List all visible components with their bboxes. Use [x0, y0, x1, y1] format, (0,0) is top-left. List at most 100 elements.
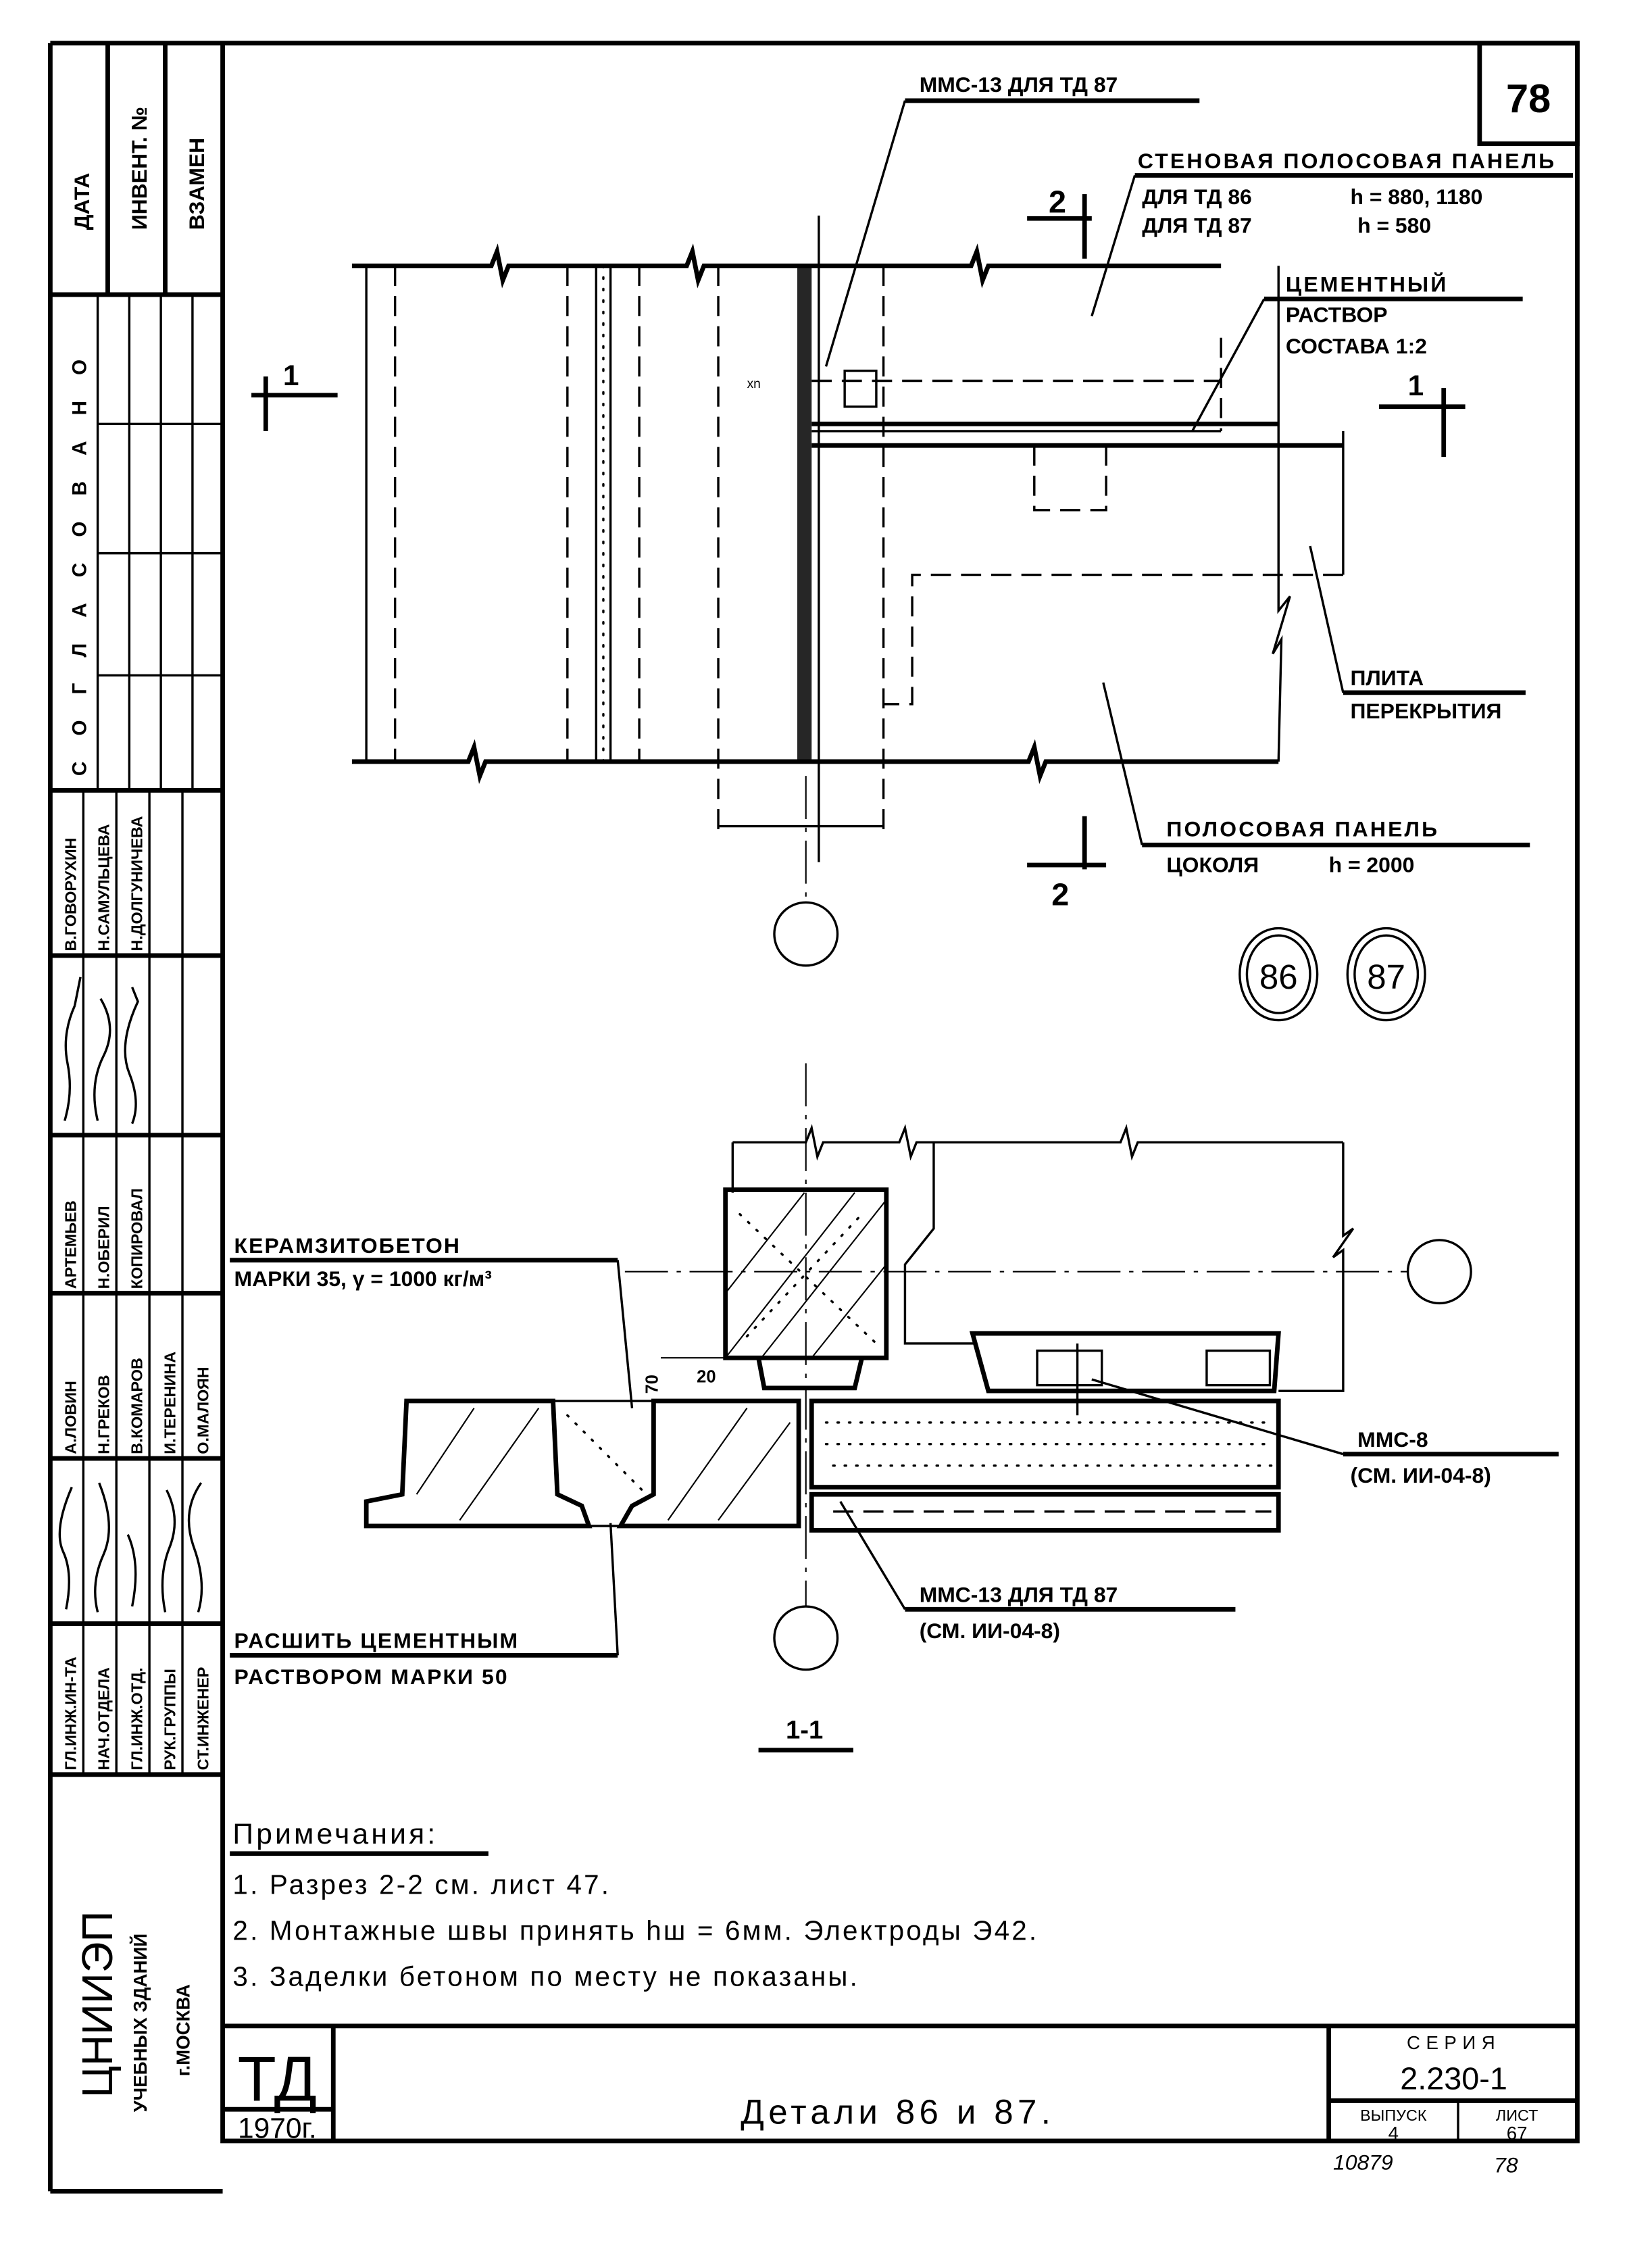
plinth-panel-label: ПОЛОСОВАЯ ПАНЕЛЬ ЦОКОЛЯ h = 2000: [1102, 682, 1530, 877]
svg-text:2: 2: [1051, 877, 1069, 912]
wall-panel-label: СТЕНОВАЯ ПОЛОСОВАЯ ПАНЕЛЬ ДЛЯ ТД 86 h = …: [1091, 149, 1574, 317]
svg-text:ММС-8: ММС-8: [1357, 1427, 1428, 1452]
svg-text:СТЕНОВАЯ ПОЛОСОВАЯ ПАНЕЛЬ: СТЕНОВАЯ ПОЛОСОВАЯ ПАНЕЛЬ: [1138, 149, 1557, 173]
plan-view: xn 1 1 2 2 ММ: [251, 72, 1574, 1022]
staff-top-2: Н.ОБЕРИЛ: [95, 1206, 113, 1289]
wall-block-hatched: [723, 1187, 889, 1360]
signatures-1: [64, 977, 139, 1125]
floor-slab-label: ПЛИТА ПЕРЕКРЫТИЯ: [1309, 545, 1526, 723]
title-code: ТД: [238, 2043, 317, 2114]
svg-text:ЦОКОЛЯ: ЦОКОЛЯ: [1166, 853, 1259, 877]
section-mark-2-top: 2: [1027, 184, 1092, 259]
svg-text:ПЛИТА: ПЛИТА: [1351, 666, 1424, 690]
staff-top-1: АРТЕМЬЕВ: [62, 1200, 80, 1289]
svg-text:(СМ. ИИ-04-8): (СМ. ИИ-04-8): [920, 1619, 1060, 1643]
agreed-label: С О Г Л А С О В А Н О: [69, 349, 91, 776]
sheet-number-box: 78: [1477, 41, 1580, 147]
inventory-label: ИНВЕНТ. №: [127, 107, 151, 230]
detail-marker-86: 86: [1238, 927, 1319, 1022]
svg-text:h = 880, 1180: h = 880, 1180: [1351, 184, 1483, 209]
section-title: 1-1: [786, 1716, 823, 1745]
title-block: ТД 1970г. Детали 86 и 87. СЕРИЯ 2.230-1 …: [222, 2023, 1578, 2145]
agreed-name-3: Н.ДОЛГУНИЧЕВА: [128, 816, 145, 951]
slab-section: [364, 1398, 1281, 1533]
notes-heading: Примечания:: [232, 1819, 438, 1850]
agreed-name-2: Н.САМУЛЬЦЕВА: [95, 824, 113, 951]
svg-text:ПЕРЕКРЫТИЯ: ПЕРЕКРЫТИЯ: [1351, 699, 1502, 723]
wall-panel-hatched: [797, 266, 812, 762]
svg-text:(СМ. ИИ-04-8): (СМ. ИИ-04-8): [1351, 1463, 1491, 1487]
staff-role-5: СТ.ИНЖЕНЕР: [194, 1667, 211, 1771]
section-mark-2-bottom: 2: [1027, 816, 1107, 912]
svg-text:РАСШИТЬ ЦЕМЕНТНЫМ: РАСШИТЬ ЦЕМЕНТНЫМ: [234, 1629, 520, 1653]
sheet-value: 67: [1507, 2123, 1528, 2144]
axis-bubble-section: [773, 1605, 839, 1671]
svg-text:ДЛЯ ТД 87: ДЛЯ ТД 87: [1142, 214, 1252, 238]
mms8-label: ММС-8 (СМ. ИИ-04-8): [1091, 1378, 1559, 1487]
title-year: 1970г.: [238, 2113, 317, 2145]
svg-text:1: 1: [283, 360, 299, 392]
weld-mark: xn: [747, 377, 761, 391]
note-3: 3. Заделки бетоном по месту не показаны.: [232, 1961, 859, 1992]
svg-text:h = 580: h = 580: [1357, 214, 1431, 238]
sheet-number: 78: [1506, 76, 1551, 121]
staff-name-1: А.ЛОВИН: [62, 1381, 80, 1454]
axis-bubble: [773, 901, 839, 967]
notes: Примечания: 1. Разрез 2-2 см. лист 47. 2…: [230, 1819, 1038, 1992]
joint-label: РАСШИТЬ ЦЕМЕНТНЫМ РАСТВОРОМ МАРКИ 50: [230, 1523, 619, 1689]
svg-text:86: 86: [1259, 958, 1298, 996]
staff-role-1: ГЛ.ИНЖ.ИН-ТА: [62, 1656, 80, 1770]
series-label: СЕРИЯ: [1407, 2032, 1501, 2053]
staff-role-3: ГЛ.ИНЖ.ОТД.: [128, 1668, 145, 1771]
institute-logo: ЦНИИЭП: [73, 1911, 122, 2098]
section-mark-1-right: 1: [1379, 370, 1466, 458]
left-approval-strip: ДАТА ИНВЕНТ. № ВЗАМЕН С О Г Л А С О В А …: [50, 43, 223, 2113]
issue-value: 4: [1388, 2123, 1399, 2144]
sheet-label: ЛИСТ: [1496, 2106, 1538, 2124]
inventory-number: 10879: [1333, 2150, 1393, 2174]
svg-text:РАСТВОРОМ МАРКИ 50: РАСТВОРОМ МАРКИ 50: [234, 1665, 509, 1689]
sheet-frame: [48, 41, 1580, 2194]
cement-mortar-label: ЦЕМЕНТНЫЙ РАСТВОР СОСТАВА 1:2: [1191, 272, 1523, 432]
series-value: 2.230-1: [1400, 2061, 1507, 2096]
section-mark-1-left: 1: [251, 360, 338, 431]
staff-name-4: И.ТЕРЕНИНА: [161, 1352, 178, 1454]
staff-name-2: Н.ГРЕКОВ: [95, 1375, 113, 1454]
axis-bubble-right: [1406, 1239, 1472, 1305]
svg-text:ДЛЯ ТД 86: ДЛЯ ТД 86: [1142, 184, 1252, 209]
svg-text:ММС-13 ДЛЯ ТД 87: ММС-13 ДЛЯ ТД 87: [920, 1583, 1118, 1607]
svg-text:РАСТВОР: РАСТВОР: [1286, 302, 1388, 326]
channel-beam: [969, 1331, 1281, 1416]
staff-role-4: РУК.ГРУППЫ: [161, 1669, 178, 1770]
signatures-2: [58, 1482, 203, 1613]
staff-name-3: В.КОМАРОВ: [128, 1358, 145, 1454]
mms13-section-label: ММС-13 ДЛЯ ТД 87 (СМ. ИИ-04-8): [839, 1500, 1236, 1643]
svg-text:87: 87: [1367, 958, 1405, 996]
instead-label: ВЗАМЕН: [184, 138, 209, 230]
section-1-1: 70 20 КЕРАМЗИТОБЕТОН МАРКИ 35, γ = 1000 …: [230, 1063, 1559, 1753]
note-1: 1. Разрез 2-2 см. лист 47.: [232, 1869, 611, 1900]
dim-20: 20: [697, 1367, 716, 1386]
dim-70: 70: [643, 1375, 662, 1394]
svg-text:1: 1: [1408, 370, 1424, 402]
staff-name-5: О.МАЛОЯН: [194, 1366, 211, 1454]
issue-label: ВЫПУСК: [1360, 2106, 1427, 2124]
svg-text:КЕРАМЗИТОБЕТОН: КЕРАМЗИТОБЕТОН: [234, 1233, 461, 1258]
keramzit-label: КЕРАМЗИТОБЕТОН МАРКИ 35, γ = 1000 кг/м³: [230, 1233, 634, 1408]
svg-text:ММС-13 ДЛЯ ТД 87: ММС-13 ДЛЯ ТД 87: [920, 72, 1118, 97]
detail-marker-87: 87: [1346, 927, 1426, 1022]
staff-role-2: НАЧ.ОТДЕЛА: [95, 1667, 113, 1770]
agreed-name-1: В.ГОВОРУХИН: [62, 837, 80, 951]
drawing-title: Детали 86 и 87.: [741, 2092, 1055, 2131]
svg-text:СОСТАВА 1:2: СОСТАВА 1:2: [1286, 334, 1427, 358]
page-number: 78: [1494, 2153, 1518, 2177]
svg-text:ПОЛОСОВАЯ ПАНЕЛЬ: ПОЛОСОВАЯ ПАНЕЛЬ: [1166, 816, 1439, 841]
mms13-top-label: ММС-13 ДЛЯ ТД 87: [824, 72, 1200, 367]
staff-top-3: КОПИРОВАЛ: [128, 1188, 145, 1289]
svg-text:МАРКИ 35, γ = 1000 кг/м³: МАРКИ 35, γ = 1000 кг/м³: [234, 1266, 492, 1291]
institute-name: УЧЕБНЫХ ЗДАНИЙ: [129, 1933, 151, 2113]
svg-text:ЦЕМЕНТНЫЙ: ЦЕМЕНТНЫЙ: [1286, 272, 1449, 297]
svg-text:2: 2: [1049, 184, 1066, 220]
note-2: 2. Монтажные швы принять hш = 6мм. Элект…: [232, 1915, 1038, 1946]
